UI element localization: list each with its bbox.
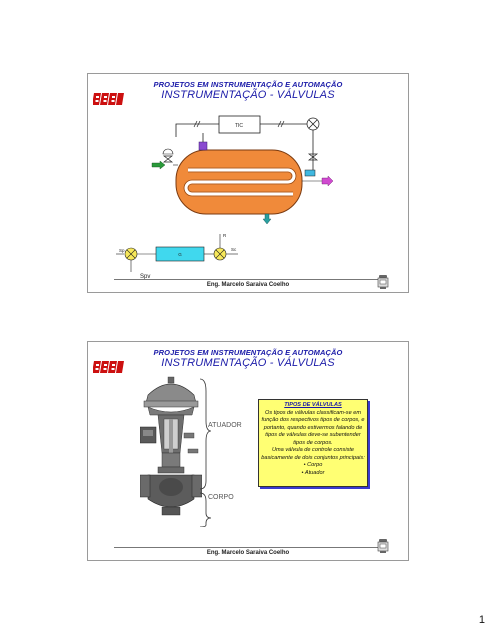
- slide-2: PROJETOS EM INSTRUMENTAÇÃO E AUTOMAÇÃO I…: [87, 341, 409, 561]
- footer-author: Eng. Marcelo Saraiva Coelho: [206, 550, 290, 556]
- infobox-line: Os tipos de válvulas classificam-se em: [264, 409, 362, 416]
- infobox-bullet: • Atuador: [301, 469, 325, 476]
- infobox-line: basicamente de dois conjuntos principais…: [261, 454, 365, 461]
- tic-controller-box: [218, 115, 261, 134]
- page-number: 1: [478, 614, 485, 626]
- infobox-title: TIPOS DE VÁLVULAS: [284, 402, 342, 408]
- infobox-line: tipos de corpos.: [293, 439, 333, 446]
- instrument-badge-icon: [377, 275, 389, 289]
- header-line-2: INSTRUMENTAÇÃO - VÁLVULAS: [161, 357, 335, 369]
- infobox-line: tipos de válvulas deve-se subentender: [265, 432, 361, 438]
- header-line-1: PROJETOS EM INSTRUMENTAÇÃO E AUTOMAÇÃO: [153, 348, 343, 357]
- company-logo: [93, 93, 124, 105]
- svg-text:G: G: [178, 252, 182, 257]
- inlet-arrow-icon: [151, 160, 166, 170]
- instrument-badge-icon: [377, 539, 389, 553]
- svg-text:R: R: [223, 233, 227, 238]
- company-logo: [93, 361, 124, 373]
- infobox-line: função dos respectivos tipos de corpos, …: [261, 417, 365, 423]
- setpoint-text: Spv: [140, 274, 151, 280]
- steam-valve-icon: [307, 153, 319, 161]
- infobox-bullet: • Corpo: [303, 462, 323, 468]
- body-label: CORPO: [208, 494, 234, 501]
- svg-text:Sc: Sc: [231, 247, 237, 252]
- svg-text:Sp: Sp: [119, 248, 125, 253]
- footer-divider: [114, 279, 382, 280]
- footer-divider: [114, 547, 382, 548]
- actuator-label: ATUADOR: [208, 422, 242, 429]
- process-diagram: TIC G Sp R: [116, 115, 334, 272]
- slide-1: PROJETOS EM INSTRUMENTAÇÃO E AUTOMAÇÃO I…: [87, 73, 409, 293]
- outlet-arrow-icon: [321, 175, 334, 187]
- valve-types-infobox: TIPOS DE VÁLVULAS Os tipos de válvulas c…: [258, 399, 368, 487]
- section-braces: [199, 378, 212, 527]
- infobox-line: Uma válvula de controle consiste: [271, 447, 355, 453]
- heating-coil: [184, 168, 296, 196]
- temperature-sensor: [198, 141, 208, 151]
- inlet-valve-icon: [162, 155, 174, 163]
- drain-arrow-icon: [262, 213, 272, 225]
- header-line-2: INSTRUMENTAÇÃO - VÁLVULAS: [161, 89, 335, 101]
- footer-author: Eng. Marcelo Saraiva Coelho: [206, 282, 290, 288]
- tic-label: TIC: [235, 123, 243, 129]
- control-valve-photo: [140, 376, 202, 516]
- header-line-1: PROJETOS EM INSTRUMENTAÇÃO E AUTOMAÇÃO: [153, 80, 343, 89]
- infobox-line: portanto, quando estivermos falando de: [263, 424, 363, 431]
